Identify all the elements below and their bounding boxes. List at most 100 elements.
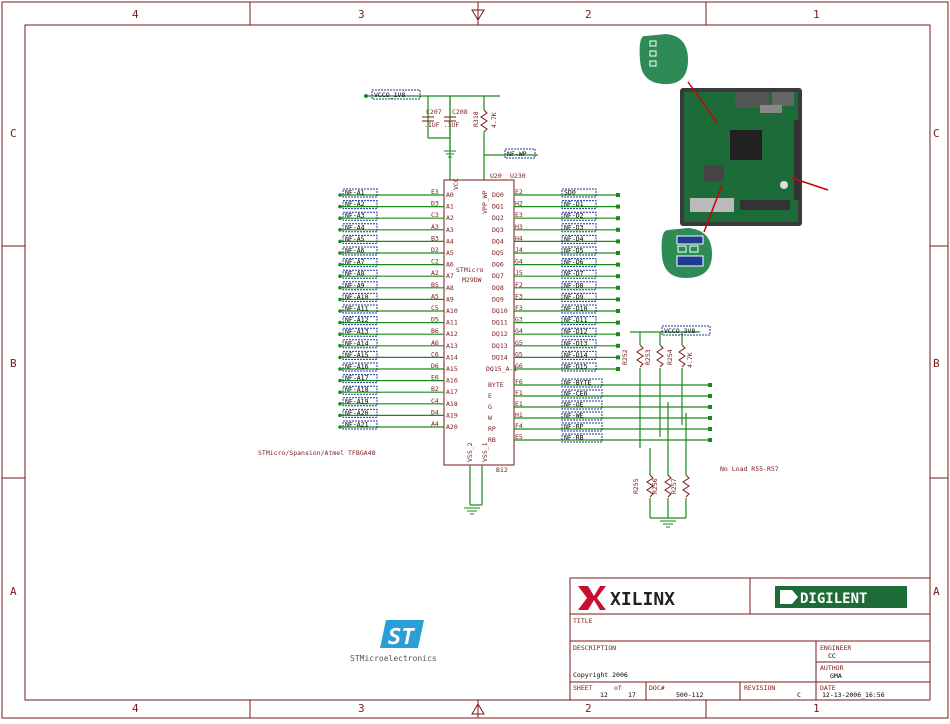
left-net-label: NF-A16 xyxy=(345,363,369,371)
right-net-terminal xyxy=(708,438,712,442)
left-pin-outer: D6 xyxy=(431,362,439,370)
left-net-box xyxy=(342,200,378,210)
right-net-terminal xyxy=(708,416,712,420)
right-pin-outer: G5 xyxy=(515,350,523,358)
left-net-box xyxy=(342,385,378,395)
revision-value: C xyxy=(797,691,801,699)
right-net-label: NF-D2 xyxy=(564,212,584,220)
right-net-box xyxy=(561,200,597,210)
right-net-terminal xyxy=(616,251,620,255)
callout-arrow-right xyxy=(791,177,829,191)
right-pin-inner: DQ8 xyxy=(492,284,504,292)
r318-label: R318 xyxy=(472,111,480,127)
left-pin-inner: A11 xyxy=(446,319,458,327)
left-net-dot xyxy=(338,344,342,348)
left-net-label: NF-A18 xyxy=(345,386,369,394)
sheet-total: 17 xyxy=(628,691,636,699)
right-net-box xyxy=(561,378,603,388)
right-net-label: NF-CE0 xyxy=(564,390,588,398)
right-net-box xyxy=(561,327,597,337)
pullup-network: VCCO_3V8 R252 R253 R254 4.7K R255 R256 R… xyxy=(621,325,779,528)
left-net-label: NF-A10 xyxy=(345,293,369,301)
right-net-terminal xyxy=(708,394,712,398)
date-value: 12-13-2006_16:56 xyxy=(822,691,885,699)
nf-wp-label-box xyxy=(504,148,536,159)
left-pin-outer: D3 xyxy=(431,200,439,208)
right-net-box xyxy=(561,234,597,244)
left-net-label: NF-A9 xyxy=(345,281,365,289)
left-pin-outer: D2 xyxy=(431,246,439,254)
r254-label: R254 xyxy=(666,349,674,365)
right-net-box xyxy=(561,281,597,291)
author-value: GMA xyxy=(830,672,842,680)
left-net-dot xyxy=(338,239,342,244)
left-pin-outer: C2 xyxy=(431,258,439,266)
vccio-b-label: VCCO_3V8 xyxy=(664,327,695,335)
r252-resistor xyxy=(636,344,644,368)
left-pin-outer: B6 xyxy=(431,327,439,335)
left-net-label: NF-A14 xyxy=(345,339,369,347)
right-pin-inner: DQ10 xyxy=(492,307,508,315)
r254-resistor xyxy=(678,344,686,368)
zone-bottom-1: 1 xyxy=(813,702,820,715)
st-mark: ST xyxy=(388,625,415,650)
c207-label: C207 xyxy=(426,108,442,116)
left-net-dot xyxy=(338,378,342,383)
right-pin-inner: DQ12 xyxy=(492,330,508,338)
left-net-label: NF-A5 xyxy=(345,235,365,243)
left-net-label: NF-A12 xyxy=(345,316,369,324)
chip-vss2: VSS_2 xyxy=(466,442,474,462)
right-net-terminal xyxy=(616,204,620,209)
vccio-b-label-box xyxy=(661,325,711,336)
left-net-box xyxy=(342,316,378,326)
left-net-box xyxy=(342,211,378,221)
description-label: DESCRIPTION xyxy=(573,644,616,652)
r255-resistor xyxy=(646,474,654,498)
right-net-box xyxy=(561,350,597,360)
left-pin-outer: B2 xyxy=(431,385,439,393)
left-net-label: NF-A20 xyxy=(345,409,369,417)
zone-left-a: A xyxy=(10,585,17,598)
st-logo: ST STMicroelectronics xyxy=(350,620,437,663)
date-label: DATE xyxy=(820,684,836,692)
left-net-box xyxy=(342,188,378,198)
sheet-label: SHEET xyxy=(573,684,593,692)
left-pin-outer: C4 xyxy=(431,397,439,405)
right-net-label: NF-D7 xyxy=(564,270,584,278)
data-bus: SD0E2DQ0NF-D1H2DQ1NF-D2E3DQ2NF-D3H3DQ3NF… xyxy=(486,188,712,444)
left-net-box xyxy=(342,350,378,360)
callout-bottom xyxy=(661,184,723,278)
right-pin-inner: W xyxy=(488,414,492,422)
right-net-box xyxy=(561,389,603,399)
right-net-label: NF-D14 xyxy=(564,351,588,359)
left-pin-outer: D5 xyxy=(431,316,439,324)
right-pin-inner: DQ5 xyxy=(492,249,504,257)
left-net-dot xyxy=(338,390,342,395)
left-net-box xyxy=(342,258,378,268)
right-pin-outer: G3 xyxy=(515,316,523,324)
sheet-number: 12 xyxy=(600,691,608,699)
r255-label: R255 xyxy=(632,478,640,494)
right-net-terminal xyxy=(616,320,620,325)
left-net-box xyxy=(342,281,378,291)
left-pin-inner: A19 xyxy=(446,411,458,419)
right-net-box xyxy=(561,362,597,372)
zone-top-2: 2 xyxy=(585,8,592,21)
ground-symbol-top xyxy=(444,150,456,158)
chip-u230: U230 xyxy=(510,172,526,180)
right-pin-outer: H1 xyxy=(515,411,523,419)
title-block: TITLE DESCRIPTION Copyright 2006 ENGINEE… xyxy=(569,577,931,701)
left-net-dot xyxy=(338,193,342,197)
right-net-label: NF-OE xyxy=(564,401,584,409)
left-pin-inner: A15 xyxy=(446,365,458,373)
left-net-label: NF-A2 xyxy=(345,200,365,208)
chip-vcc-pin: VCC xyxy=(452,178,460,190)
left-pin-outer: E3 xyxy=(431,188,439,196)
left-net-box xyxy=(342,374,378,384)
left-net-dot xyxy=(338,413,342,418)
left-pin-outer: A2 xyxy=(431,269,439,277)
left-net-dot xyxy=(338,320,342,325)
right-net-label: NF-BYTE xyxy=(564,379,591,387)
